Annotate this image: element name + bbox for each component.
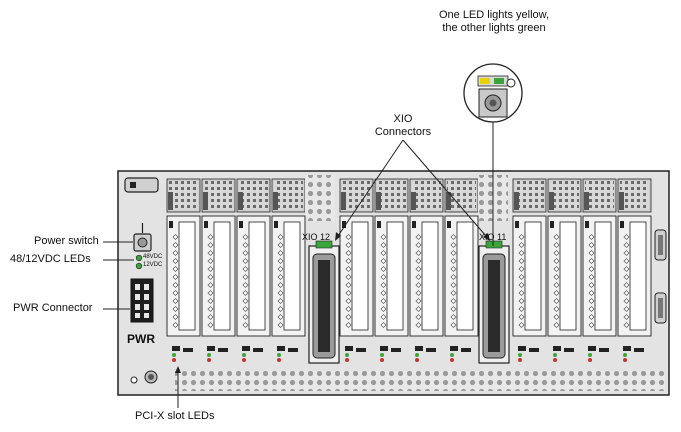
pcix-slot-led-pair [585,344,614,364]
fan-header [582,178,617,213]
screw-small [130,376,138,384]
xio-connector-right[interactable] [478,240,510,364]
pcix-slot-led-pair [169,344,198,364]
fan-header [444,178,479,213]
pci-card-slots [166,215,652,364]
callout-lines [103,139,487,408]
pcix-slot-led-pair [377,344,406,364]
pcix-slot-led-pair [620,344,649,364]
pci-card[interactable] [547,215,582,337]
pcix-slot-led-pair [447,344,476,364]
top-fan-row [166,178,652,213]
pci-card[interactable] [339,215,374,337]
label-12vdc: 12VDC [143,262,163,268]
label-48vdc: 48VDC [143,254,163,260]
pci-card[interactable] [617,215,652,337]
xio-connectors-line2: Connectors [374,126,432,138]
pcix-slot-led-pair [412,344,441,364]
led-note-line1: One LED lights yellow, [438,9,550,21]
pci-card[interactable] [409,215,444,337]
xio-connector-left[interactable] [308,240,340,364]
led-magnifier [463,63,523,246]
pcix-slot-led-pair [342,344,371,364]
xio-connectors-line1: XIO [393,113,413,125]
fan-header [271,178,306,213]
pci-card[interactable] [512,215,547,337]
magnified-green-led [494,78,504,84]
xio-left-label: XIO 12 [302,232,331,242]
fan-header [617,178,652,213]
top-handle [124,177,159,193]
led-note-line2: the other lights green [442,22,546,34]
pcix-slot-led-pair [515,344,544,364]
pcix-slot-leds-label: PCI-X slot LEDs [135,410,215,422]
pci-card[interactable] [374,215,409,337]
dc-leds-label: 48/12VDC LEDs [10,253,91,265]
pci-card[interactable] [582,215,617,337]
pci-card[interactable] [236,215,271,337]
pwr-connector[interactable] [130,278,154,323]
fan-header [166,178,201,213]
fan-header [374,178,409,213]
pci-card[interactable] [201,215,236,337]
pci-card[interactable] [444,215,479,337]
led-48vdc [135,254,143,262]
magnified-yellow-led [480,78,490,84]
pcix-slot-led-pair [274,344,303,364]
fan-header [236,178,271,213]
pci-card[interactable] [166,215,201,337]
bottom-vent-row [175,371,665,391]
pcix-slot-led-pair [239,344,268,364]
pwr-panel-mark: PWR [127,332,155,346]
fan-header [409,178,444,213]
pwr-connector-label: PWR Connector [13,302,93,314]
fan-header [547,178,582,213]
led-note-label: One LED lights yellow, the other lights … [421,9,567,35]
fan-header [512,178,547,213]
fan-header [339,178,374,213]
power-switch-label: Power switch [34,235,99,247]
led-12vdc [135,262,143,270]
pcix-slot-led-pair [550,344,579,364]
xio-connectors-label: XIO Connectors [358,113,448,139]
vent-strip-left [305,175,335,221]
serial-port-top[interactable] [654,229,667,261]
pcix-slot-led-pair [204,344,233,364]
serial-port-bottom[interactable] [654,292,667,324]
xio-right-label: XIO 11 [479,232,507,242]
left-control-panel [124,177,159,384]
pci-card[interactable] [271,215,306,337]
fan-header [201,178,236,213]
